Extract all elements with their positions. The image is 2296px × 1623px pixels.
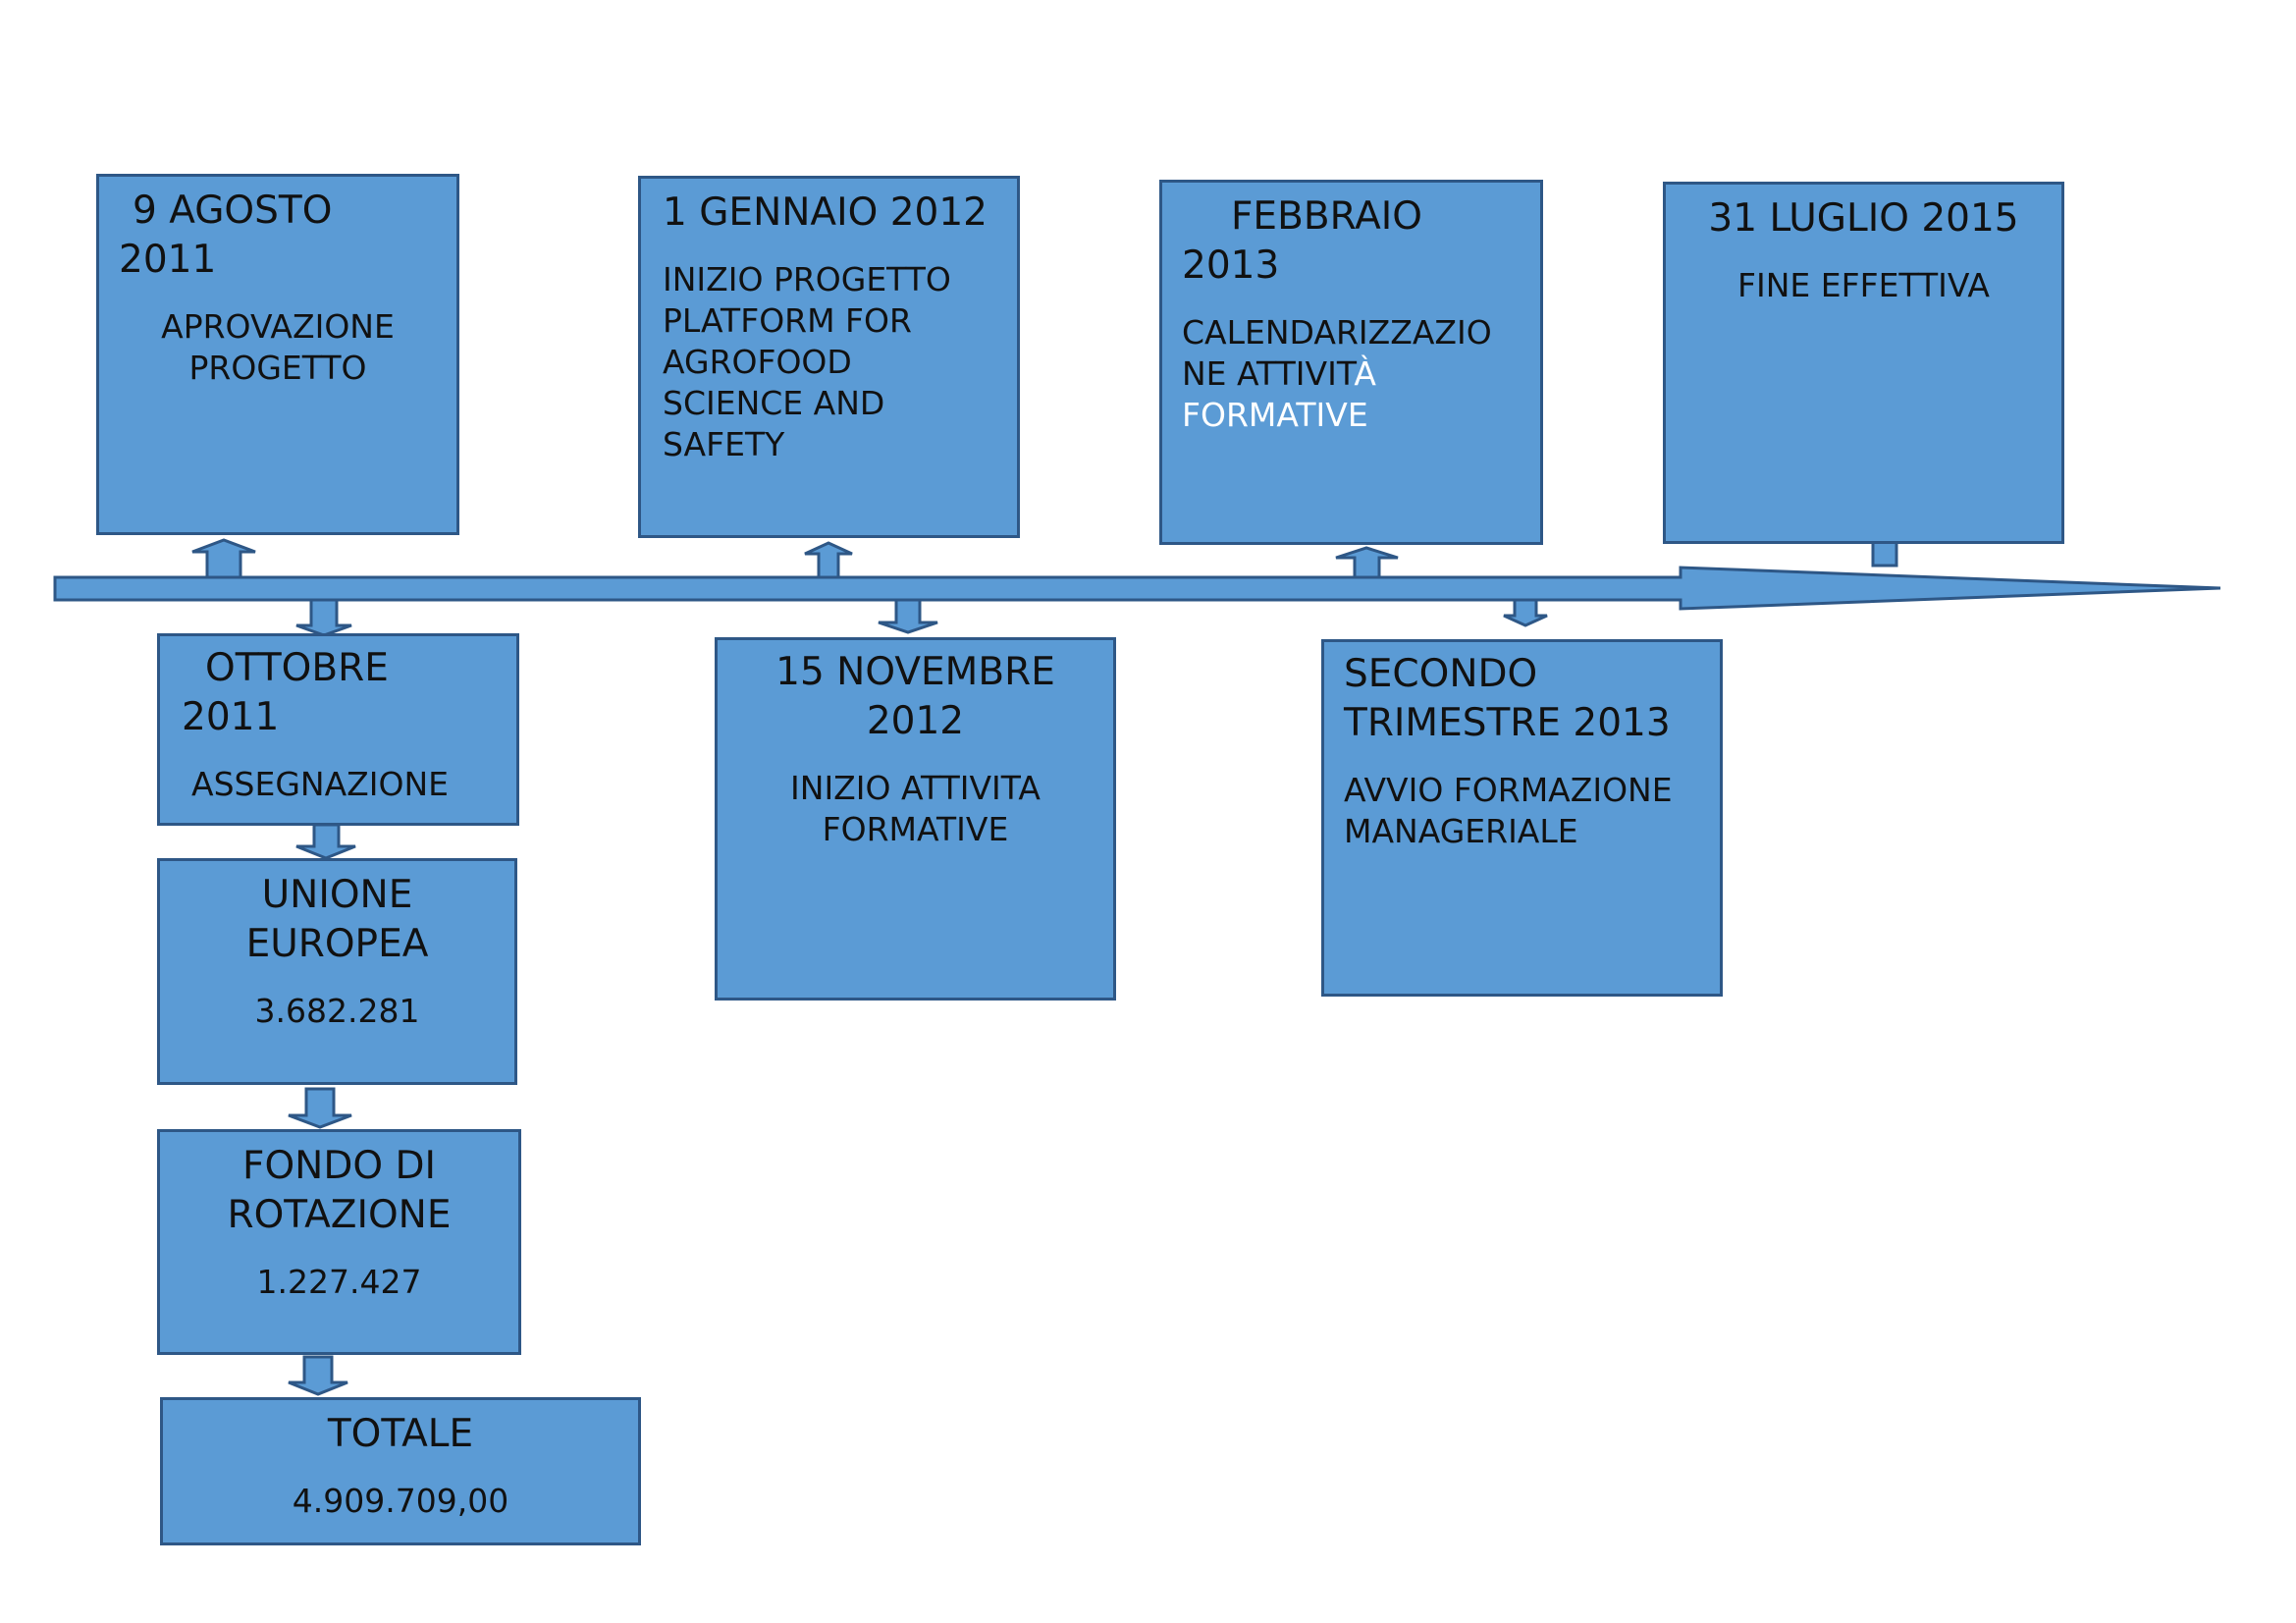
milestone-desc-line-2: MANAGERIALE (1344, 812, 1578, 850)
funding-source-line-2: ROTAZIONE (227, 1193, 452, 1237)
milestone-desc-line-3: FORMATIVE (1182, 396, 1368, 434)
milestone-desc-line-4: SCIENCE AND (663, 384, 885, 422)
funding-source-line-2: EUROPEA (245, 922, 429, 966)
milestone-desc-line-2-text: NE ATTIVIT (1182, 354, 1355, 393)
milestone-date-line-2: 2012 (866, 699, 965, 743)
milestone-desc-line-2: PROGETTO (188, 349, 367, 387)
milestone-desc-accent-letter: À (1354, 354, 1376, 393)
milestone-desc-line-1: INIZIO PROGETTO (663, 260, 951, 298)
milestone-date-line-1: 15 NOVEMBRE (775, 650, 1055, 694)
down-arrow-funding-3 (288, 1355, 348, 1396)
milestone-desc-line-1: APROVAZIONE (161, 307, 395, 346)
milestone-box-15-novembre-2012: 15 NOVEMBRE 2012 INIZIO ATTIVITA FORMATI… (715, 637, 1116, 1001)
milestone-desc-line-1: CALENDARIZZAZIO (1182, 313, 1492, 352)
milestone-desc: FINE EFFETTIVA (1737, 266, 1990, 304)
milestone-box-9-agosto-2011: 9 AGOSTO 2011 APROVAZIONE PROGETTO (96, 174, 459, 535)
down-arrow-funding-2 (288, 1087, 352, 1129)
milestone-desc: ASSEGNAZIONE (191, 765, 450, 803)
funding-total-label: TOTALE (327, 1412, 474, 1456)
milestone-date-line-1: OTTOBRE (205, 646, 389, 690)
milestone-date-line-1: 9 AGOSTO (133, 189, 333, 233)
milestone-date-line-1: FEBBRAIO (1231, 194, 1422, 239)
milestone-box-febbraio-2013: FEBBRAIO 2013 CALENDARIZZAZIO NE ATTIVIT… (1159, 180, 1543, 545)
milestone-date: 1 GENNAIO 2012 (663, 190, 988, 235)
milestone-desc-line-3: AGROFOOD (663, 343, 852, 381)
milestone-date-line-2: 2011 (182, 695, 280, 739)
down-arrow-ottobre (295, 598, 352, 637)
up-arrow-gennaio (804, 541, 853, 579)
milestone-box-secondo-trimestre-2013: SECONDO TRIMESTRE 2013 AVVIO FORMAZIONE … (1321, 639, 1723, 997)
milestone-box-31-luglio-2015: 31 LUGLIO 2015 FINE EFFETTIVA (1663, 182, 2064, 544)
timeline-main-arrow (53, 566, 2221, 611)
funding-box-unione-europea: UNIONE EUROPEA 3.682.281 (157, 858, 517, 1085)
milestone-desc-line-5: SAFETY (663, 425, 785, 463)
down-arrow-trimestre (1503, 598, 1548, 627)
down-arrow-funding-1 (295, 823, 356, 860)
funding-box-totale: TOTALE 4.909.709,00 (160, 1397, 641, 1545)
milestone-date: 31 LUGLIO 2015 (1708, 196, 2019, 241)
funding-source-line-1: FONDO DI (242, 1144, 436, 1188)
milestone-date-line-2: 2013 (1182, 243, 1280, 288)
milestone-desc-line-2: FORMATIVE (822, 810, 1009, 848)
milestone-desc-line-2: NE ATTIVITÀ (1182, 353, 1376, 395)
milestone-date-line-1: SECONDO (1344, 652, 1538, 696)
up-arrow-febbraio (1335, 546, 1399, 579)
milestone-date-line-2: 2011 (119, 238, 217, 282)
milestone-desc-line-1: AVVIO FORMAZIONE (1344, 771, 1673, 809)
milestone-box-1-gennaio-2012: 1 GENNAIO 2012 INIZIO PROGETTO PLATFORM … (638, 176, 1020, 538)
funding-box-fondo-di-rotazione: FONDO DI ROTAZIONE 1.227.427 (157, 1129, 521, 1355)
milestone-box-ottobre-2011: OTTOBRE 2011 ASSEGNAZIONE (157, 633, 519, 826)
funding-source-line-1: UNIONE (261, 873, 413, 917)
funding-amount: 3.682.281 (254, 992, 420, 1030)
funding-amount: 1.227.427 (256, 1263, 422, 1301)
funding-total-amount: 4.909.709,00 (292, 1482, 509, 1520)
milestone-desc-line-2: PLATFORM FOR (663, 301, 912, 340)
down-arrow-novembre (878, 598, 938, 634)
milestone-date-line-2: TRIMESTRE 2013 (1344, 701, 1671, 745)
up-arrow-agosto (191, 538, 256, 579)
milestone-desc-line-1: INIZIO ATTIVITA (790, 769, 1041, 807)
